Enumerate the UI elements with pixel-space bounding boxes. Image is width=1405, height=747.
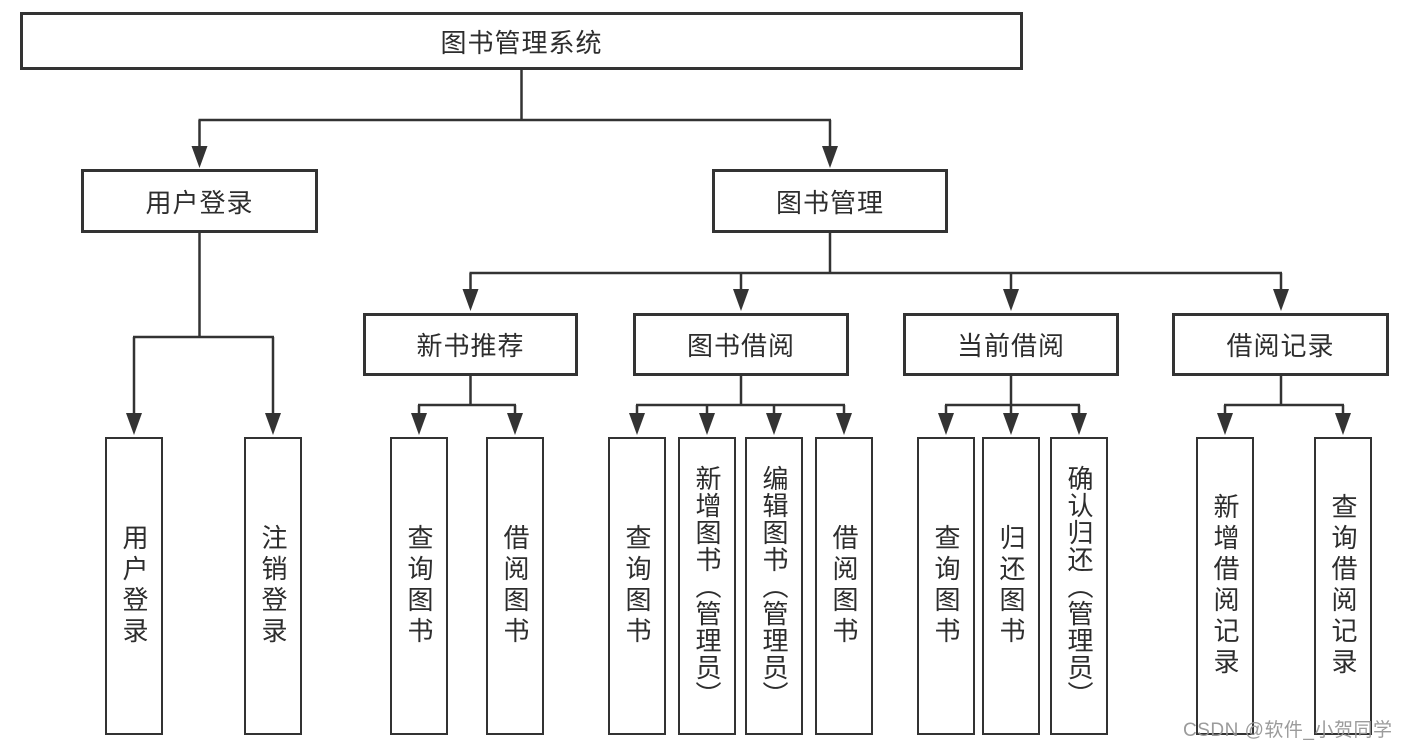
leaf-user-login: 用户登录 [105,437,163,735]
node-user-login: 用户登录 [81,169,318,233]
node-current-borrow: 当前借阅 [903,313,1119,376]
node-book-management-label: 图书管理 [775,187,884,218]
leaf-borrow-books-recommend-label: 借阅图书 [500,524,530,648]
node-borrow-records: 借阅记录 [1172,313,1389,376]
node-book-management: 图书管理 [712,169,948,233]
node-root: 图书管理系统 [20,12,1023,70]
leaf-edit-books-admin: 编辑图书（管理员） [745,437,803,735]
leaf-query-books-borrow-label: 查询图书 [622,524,652,648]
leaf-query-books-current: 查询图书 [917,437,975,735]
node-borrow-records-label: 借阅记录 [1226,331,1335,361]
connector-borrow-records-to-leaves [1217,376,1351,435]
leaf-user-login-label: 用户登录 [119,524,149,648]
leaf-add-borrow-record-label: 新增借阅记录 [1210,493,1240,679]
connector-book-borrow-to-leaves [629,376,852,435]
connector-root-to-level2 [191,70,838,168]
node-current-borrow-label: 当前借阅 [956,331,1065,361]
node-user-login-label: 用户登录 [145,187,254,218]
leaf-borrow-books-recommend: 借阅图书 [486,437,544,735]
node-book-borrow-label: 图书借阅 [686,331,795,361]
connector-user-login-to-leaves [126,233,281,435]
connector-book-management-to-level3 [462,233,1289,311]
leaf-add-books-admin-label: 新增图书（管理员） [692,464,722,708]
leaf-edit-books-admin-label: 编辑图书（管理员） [759,464,789,708]
leaf-return-books: 归还图书 [982,437,1040,735]
leaf-logout-login-label: 注销登录 [258,524,288,648]
node-new-book-recommend-label: 新书推荐 [416,331,525,361]
connector-current-borrow-to-leaves [938,376,1087,435]
leaf-add-books-admin: 新增图书（管理员） [678,437,736,735]
leaf-query-borrow-record-label: 查询借阅记录 [1328,493,1358,679]
node-book-borrow: 图书借阅 [633,313,849,376]
leaf-add-borrow-record: 新增借阅记录 [1196,437,1254,735]
leaf-confirm-return-admin: 确认归还（管理员） [1050,437,1108,735]
leaf-borrow-books: 借阅图书 [815,437,873,735]
leaf-query-books-recommend-label: 查询图书 [404,524,434,648]
leaf-query-books-current-label: 查询图书 [931,524,961,648]
node-new-book-recommend: 新书推荐 [363,313,578,376]
node-root-label: 图书管理系统 [440,27,603,58]
connector-new-book-recommend-to-leaves [411,376,523,435]
leaf-query-books-borrow: 查询图书 [608,437,666,735]
leaf-borrow-books-label: 借阅图书 [829,524,859,648]
leaf-return-books-label: 归还图书 [996,524,1026,648]
leaf-logout-login: 注销登录 [244,437,302,735]
leaf-confirm-return-admin-label: 确认归还（管理员） [1064,464,1094,708]
csdn-watermark: CSDN @软件_小贺同学 [1183,720,1393,741]
leaf-query-books-recommend: 查询图书 [390,437,448,735]
leaf-query-borrow-record: 查询借阅记录 [1314,437,1372,735]
